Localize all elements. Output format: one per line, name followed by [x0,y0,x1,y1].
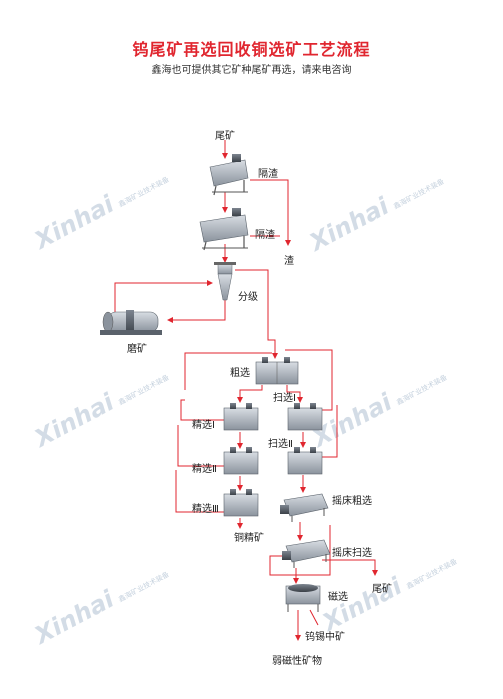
label-grinding: 磨矿 [127,344,147,355]
shaking-table-rougher [280,493,329,522]
flow-line [177,425,225,467]
flotation-cell-cleaner-2 [223,447,259,475]
label-classify: 分级 [238,292,258,303]
label-rougher: 粗选 [230,368,250,379]
label-copper-concentrate: 铜精矿 [234,533,264,544]
label-slag-1: 隔渣 [258,169,278,180]
flow-line [309,609,319,626]
label-scavenger-2: 扫选Ⅱ [268,439,293,450]
flow-line [114,280,213,315]
flow-line [269,525,331,576]
flotation-cell-cleaner-3 [223,489,259,517]
label-w-sn-middlings: 钨锡中矿 [305,632,345,643]
flow-line [167,300,226,323]
flotation-cell-scavenger-2 [287,447,323,475]
flow-line [175,470,225,513]
ball-mill [100,310,162,335]
label-slag-2: 隔渣 [255,230,275,241]
flow-line [322,559,378,576]
label-cleaner-1: 精选Ⅰ [192,420,215,431]
flow-line [250,179,291,246]
label-scavenger-1: 扫选Ⅰ [273,393,296,404]
flow-line [320,405,338,458]
flow-line [285,349,333,411]
hydrocyclone [214,262,236,301]
flow-line [180,399,224,421]
vibrating-screen-1 [209,154,249,196]
label-table-rougher: 摇床粗选 [332,496,372,507]
magnetic-separator [285,584,321,612]
label-tailings-in: 尾矿 [215,131,235,142]
flow-line [184,352,272,390]
flotation-cell-cleaner-1 [223,403,259,431]
label-weak-magnetic: 弱磁性矿物 [272,656,322,667]
flow-line [286,385,303,403]
label-tailings-out: 尾矿 [372,584,392,595]
flotation-cell-scavenger-1 [287,403,323,431]
shaking-table-scavenger [282,539,331,568]
label-slag-out: 渣 [284,256,294,267]
label-cleaner-3: 精选Ⅲ [192,504,219,515]
label-table-scavenger: 摇床扫选 [332,548,372,559]
page-title: 钨尾矿再选回收铜选矿工艺流程 [132,40,371,59]
flotation-cell-rougher [255,357,299,385]
label-magnetic: 磁选 [328,592,348,603]
label-cleaner-2: 精选Ⅱ [192,464,217,475]
flow-line [235,269,278,359]
vibrating-screen-2 [199,208,249,251]
page-subtitle: 鑫海也可提供其它矿种尾矿再选，请来电咨询 [151,65,352,76]
flow-line [237,385,263,403]
